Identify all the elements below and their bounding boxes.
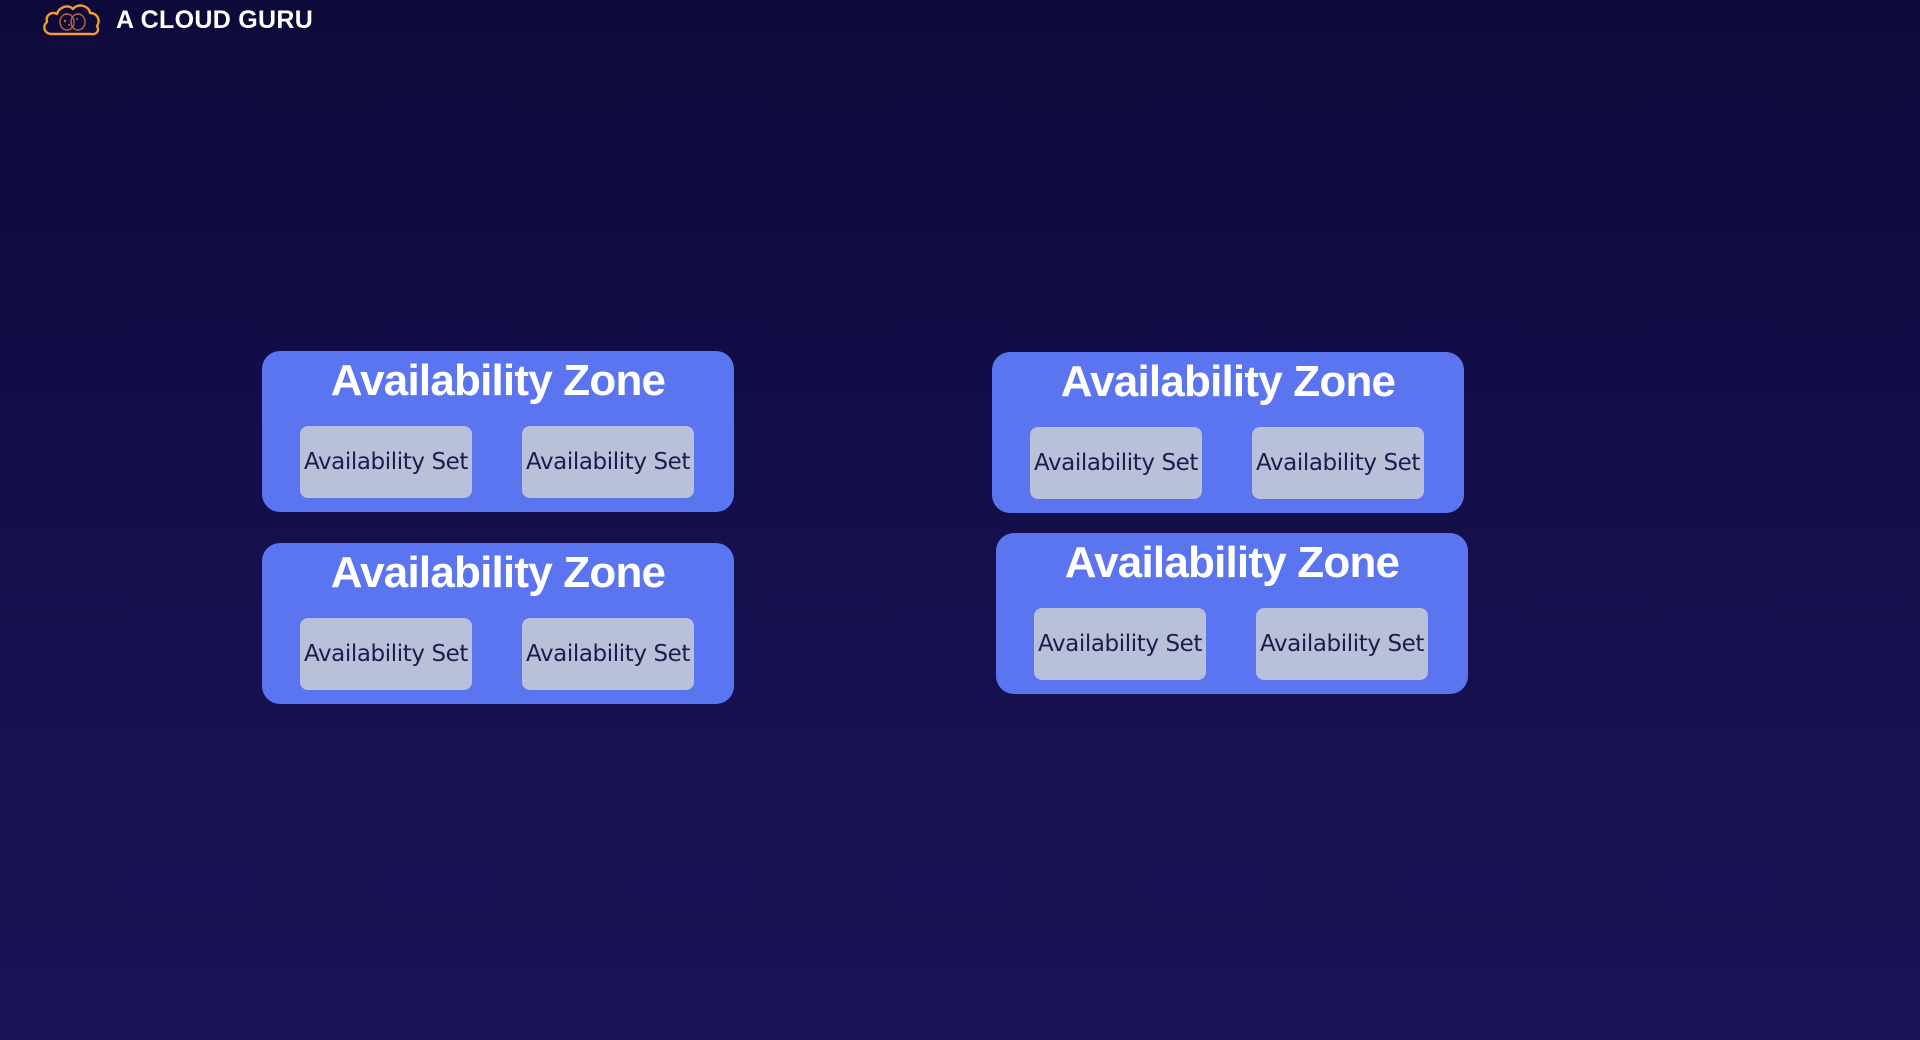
availability-zone-bottom-left: Availability Zone Availability Set Avail… [262, 543, 734, 704]
brand-name: A CLOUD GURU [116, 5, 314, 34]
zone-title: Availability Zone [330, 356, 666, 405]
availability-set: Availability Set [522, 618, 694, 690]
availability-zone-top-left: Availability Zone Availability Set Avail… [262, 351, 734, 512]
availability-set: Availability Set [1030, 427, 1202, 499]
zone-title: Availability Zone [330, 548, 666, 597]
availability-zone-bottom-right: Availability Zone Availability Set Avail… [996, 533, 1468, 694]
availability-set: Availability Set [300, 426, 472, 498]
availability-set: Availability Set [1252, 427, 1424, 499]
availability-zone-top-right: Availability Zone Availability Set Avail… [992, 352, 1464, 513]
zone-title: Availability Zone [1060, 357, 1396, 406]
availability-set: Availability Set [300, 618, 472, 690]
cloud-logo-icon [43, 4, 100, 36]
availability-set: Availability Set [522, 426, 694, 498]
brand: A CLOUD GURU [40, 0, 313, 40]
zone-title: Availability Zone [1064, 538, 1400, 587]
availability-set: Availability Set [1034, 608, 1206, 680]
availability-set: Availability Set [1256, 608, 1428, 680]
